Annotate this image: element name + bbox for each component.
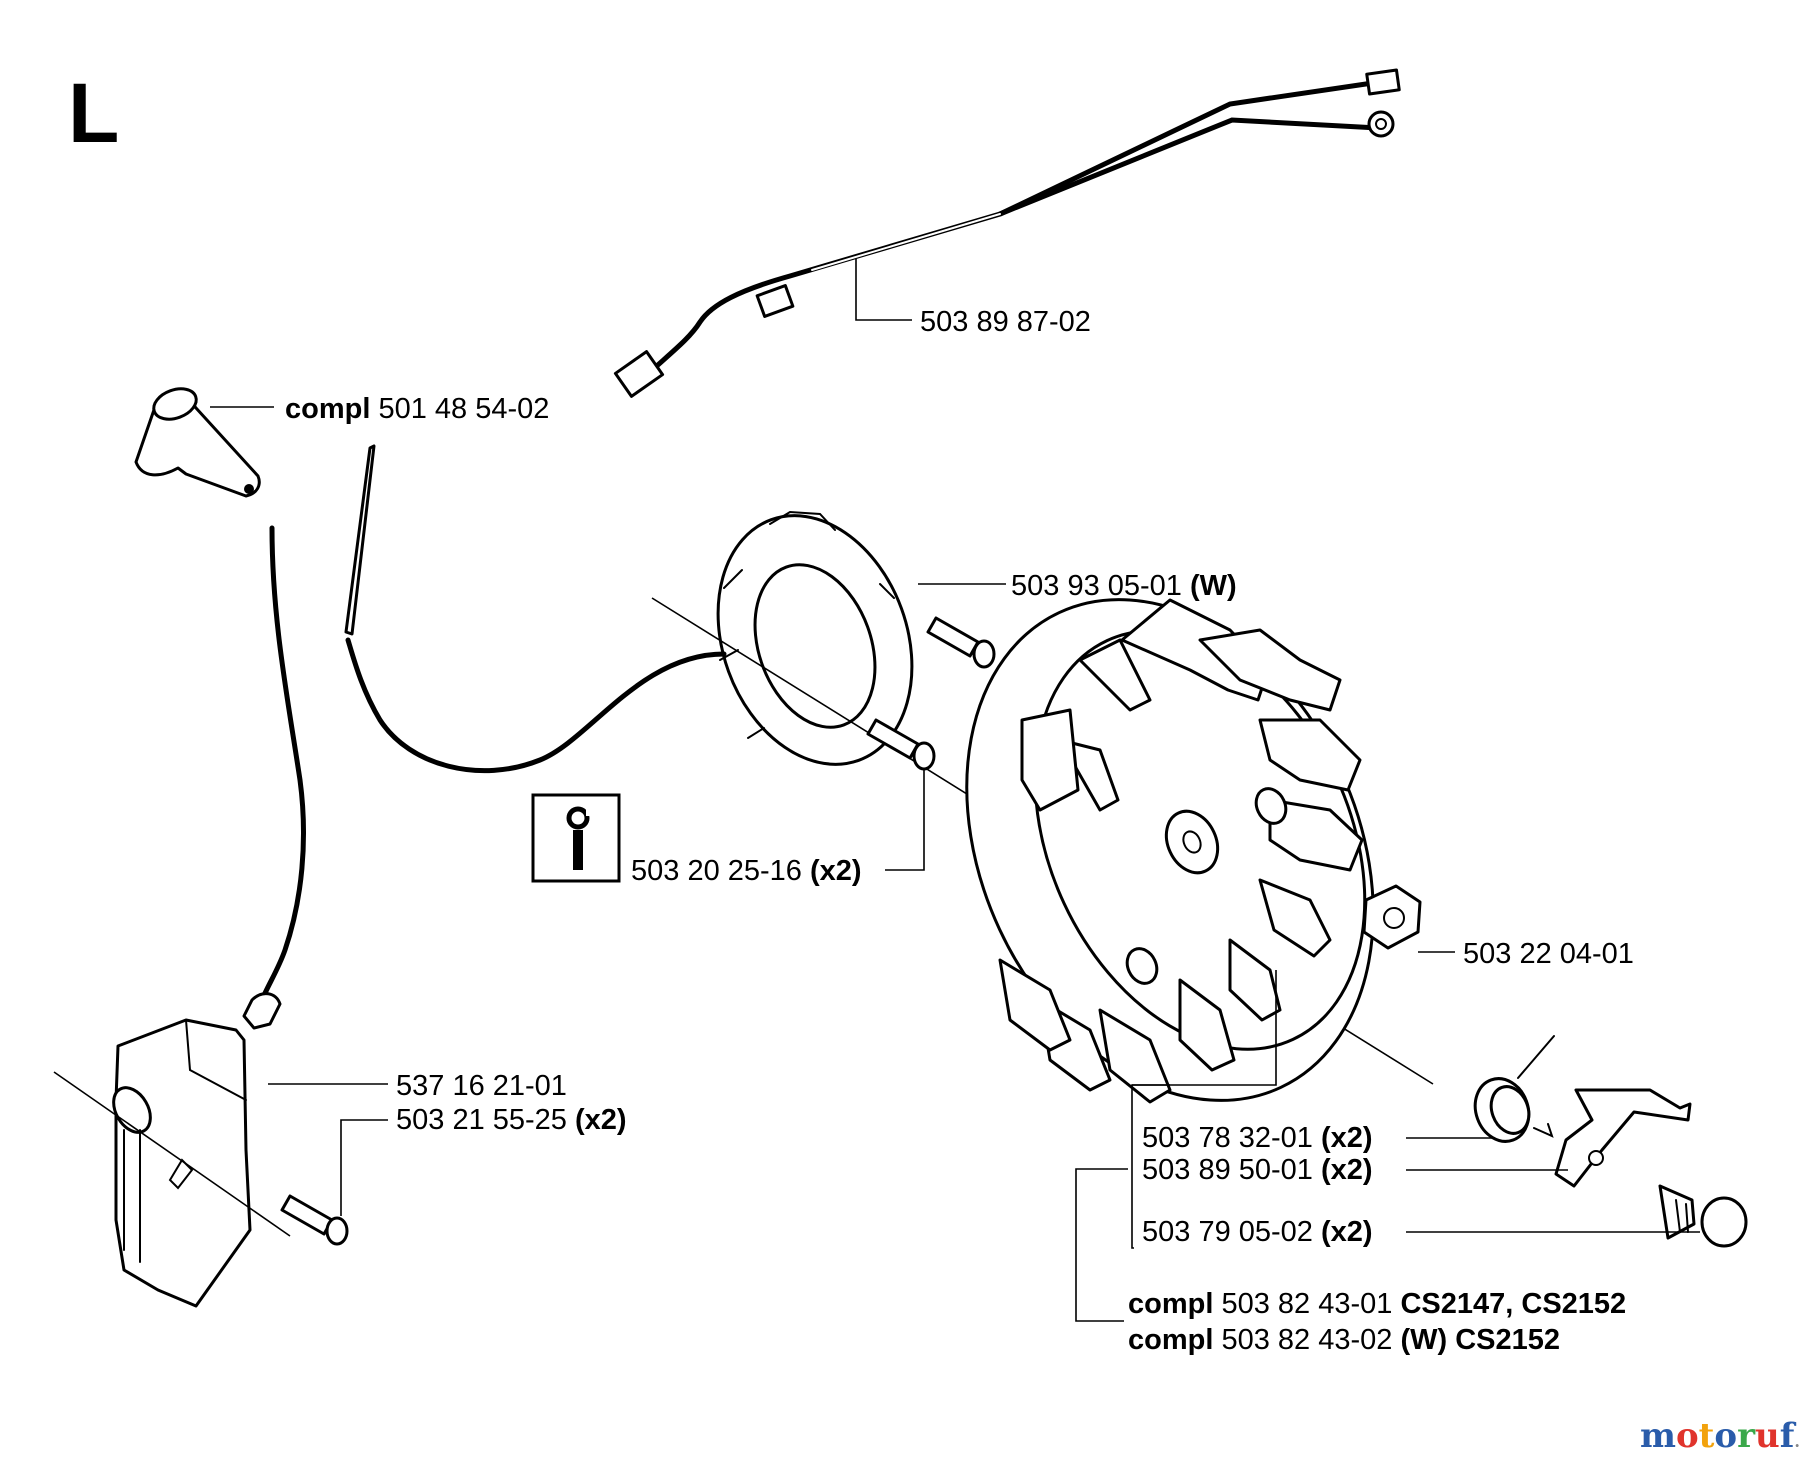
flywheel [965,598,1375,1104]
label-cable: 503 89 87-02 [920,306,1091,338]
watermark-letter: r [1737,1416,1756,1456]
bracket-compl-group [1075,1168,1128,1322]
module-screw [280,1194,349,1246]
watermark: motoruf.de [1640,1416,1800,1456]
label-spark-cap: compl 501 48 54-02 [285,393,549,425]
cable-harness [613,68,1401,398]
label-nut: 503 22 04-01 [1463,938,1634,970]
nut [1362,884,1422,950]
watermark-suffix: .de [1794,1432,1800,1451]
watermark-letter: u [1755,1416,1780,1456]
watermark-letter: m [1640,1416,1676,1456]
label-stator: 503 93 05-01 (W) [1011,570,1237,602]
spring [1473,1035,1555,1143]
watermark-letter: o [1714,1416,1737,1456]
sensor-wire [345,637,727,774]
leader-flywheel [1132,970,1277,1086]
label-pin: 503 79 05-02 (x2) [1142,1216,1373,1248]
label-module-screw: 503 21 55-25 (x2) [396,1104,627,1136]
label-screw-tool: 503 20 25-16 (x2) [631,855,862,887]
ht-lead [259,525,306,1003]
pawl [1554,1088,1692,1188]
bracket-sub-group [1131,1084,1170,1249]
tool-box [531,793,621,883]
stator-coil [716,510,914,766]
label-compl-2: compl 503 82 43-02 (W) CS2152 [1128,1324,1560,1356]
watermark-letter: t [1699,1416,1715,1456]
pin [1658,1184,1748,1248]
stator-screw-1 [926,616,996,669]
leader-cable [855,259,912,321]
stator-screw-2 [866,718,936,771]
label-spring: 503 78 32-01 (x2) [1142,1122,1373,1154]
ignition-module [112,992,282,1308]
section-letter: L [68,66,119,160]
watermark-letter: o [1676,1416,1699,1456]
label-pawl: 503 89 50-01 (x2) [1142,1154,1373,1186]
watermark-letter: f [1780,1416,1797,1456]
axis-module [53,1071,291,1237]
leader-screw-tool [885,770,925,871]
spark-plug-cap [134,387,261,498]
wrench-icon [566,806,596,870]
label-module: 537 16 21-01 [396,1070,567,1102]
label-compl-1: compl 503 82 43-01 CS2147, CS2152 [1128,1288,1626,1320]
sensor-probe [344,444,376,636]
leader-module-screw [340,1119,388,1216]
